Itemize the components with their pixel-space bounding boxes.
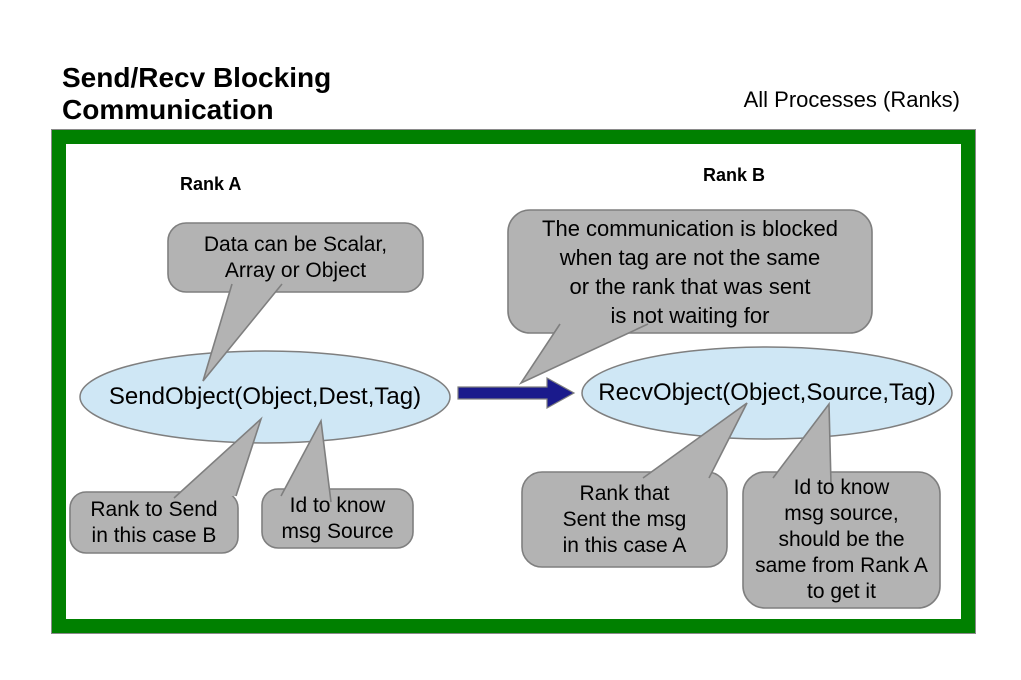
id-to-know-recv-callout-text: Id to know msg source, should be the sam… [755,476,928,603]
rank-that-sent-callout-tail [642,402,748,479]
id-to-know-send-callout-text: Id to know msg Source [281,493,394,543]
data-scalar-callout-text: Data can be Scalar, Array or Object [203,232,388,282]
send-object-ellipse [79,350,451,444]
all-processes-frame [51,129,976,634]
data-scalar-callout-shape [167,222,424,293]
recv-object-ellipse [581,346,953,440]
blocked-callout-tail [518,323,649,385]
data-scalar-callout-tail [202,283,283,382]
rank-that-sent-callout-shape [521,471,728,568]
rank-to-send-callout-shape [69,491,239,554]
id-to-know-send-callout-shape [261,488,414,549]
blocked-callout-text: The communication is blocked when tag ar… [542,215,838,328]
rank-a-label: Rank A [180,174,242,194]
rank-that-sent-callout-text: Rank that Sent the msg in this case A [562,481,687,557]
id-to-know-recv-callout-tail [772,401,832,485]
all-processes-label: All Processes (Ranks) [743,87,960,112]
send-object-text: SendObject(Object,Dest,Tag) [108,383,422,410]
send-to-recv-arrow [457,376,576,410]
rank-to-send-callout-tail [173,416,263,499]
blocked-callout-shape [507,209,873,334]
rank-to-send-callout-text: Rank to Send in this case B [90,497,218,547]
id-to-know-recv-callout-shape [742,471,941,609]
id-to-know-send-callout-tail [280,418,332,503]
recv-object-text: RecvObject(Object,Source,Tag) [598,379,936,406]
slide-title: Send/Recv Blocking Communication [62,62,332,125]
rank-b-label: Rank B [703,165,766,185]
